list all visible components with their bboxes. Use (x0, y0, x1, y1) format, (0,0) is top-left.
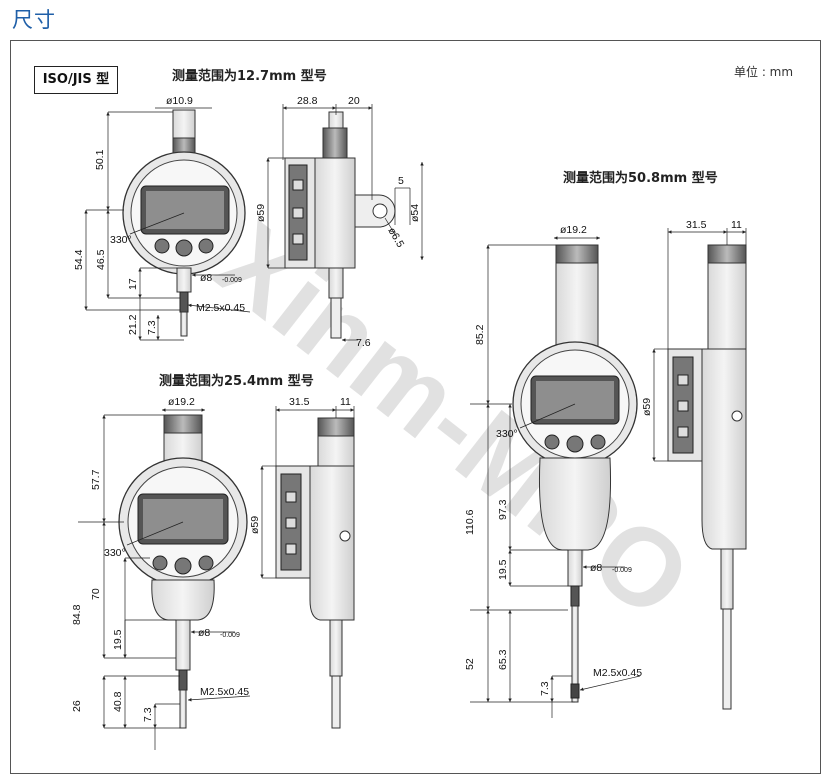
dim-low: 40.8 (112, 691, 124, 712)
dim-stem-tol: -0.009 (222, 277, 242, 284)
dim-stem: ø8 (590, 562, 602, 574)
model-254-side-view (275, 417, 355, 729)
dim-low: 65.3 (497, 649, 509, 670)
dim-tip-total: 21.2 (127, 314, 139, 335)
dim-side-depth: 31.5 (289, 396, 310, 408)
dim-body: 97.3 (497, 499, 509, 520)
dim-thread: M2.5x0.45 (593, 667, 642, 679)
dim-side-dia: ø59 (255, 204, 267, 222)
dim-thread: M2.5x0.45 (196, 302, 245, 314)
dim-side-dia: ø59 (641, 398, 653, 416)
model-127-side-view (284, 111, 396, 339)
model-254-front-view (118, 414, 248, 729)
dim-stem: ø8 (200, 272, 212, 284)
dim-stem-tol: -0.009 (612, 567, 632, 574)
dim-side-cap: 11 (340, 396, 351, 408)
model-127-front-dims (84, 107, 251, 341)
page-title: 尺寸 (12, 8, 56, 32)
dim-total: 110.6 (464, 509, 476, 535)
model-508-side-labels: 31.5 11 ø59 (641, 219, 742, 416)
model-254-front-labels: ø19.2 57.7 330° 70 84.8 19.5 40.8 26 7.3… (71, 396, 249, 722)
dim-side-depth: 31.5 (686, 219, 707, 231)
type-label: ISO/JIS 型 (34, 66, 118, 94)
model-254-side-dims (260, 406, 355, 579)
model-508-side-view (667, 244, 747, 710)
dim-stem: ø8 (198, 627, 210, 639)
model-127-side-dims (266, 104, 424, 342)
dim-thread: M2.5x0.45 (200, 686, 249, 698)
dim-cap-dia: ø19.2 (168, 396, 195, 408)
dim-angle: 330° (104, 547, 126, 559)
dim-tip: 7.3 (539, 681, 551, 696)
model-254-side-labels: 31.5 11 ø59 (249, 396, 351, 534)
model-254-title: 测量范围为25.4mm 型号 (159, 374, 314, 389)
dim-body: 70 (90, 588, 102, 600)
dim-body-h2: 46.5 (95, 249, 107, 270)
dim-stem-dia: ø10.9 (166, 95, 193, 107)
model-508-front-view (512, 244, 638, 703)
dim-stem-len: 19.5 (112, 629, 124, 650)
dim-side-cap: 11 (731, 219, 742, 231)
dim-hole: ø6.5 (385, 226, 406, 250)
model-254-front-dims (78, 408, 251, 750)
dim-body-h1: 54.4 (73, 249, 85, 270)
dim-tip-total: 52 (464, 658, 476, 670)
model-508-front-labels: ø19.2 85.2 330° 110.6 97.3 19.5 65.3 52 … (464, 224, 642, 696)
model-127-title: 测量范围为12.7mm 型号 (172, 69, 327, 84)
dim-stem-tol: -0.009 (220, 632, 240, 639)
dim-cap-dia: ø19.2 (560, 224, 587, 236)
dim-tip-total: 26 (71, 700, 83, 712)
dim-tip: 7.3 (142, 707, 154, 722)
dim-top: 50.1 (94, 149, 106, 170)
dim-side-depth: 28.8 (297, 95, 318, 107)
dim-top: 57.7 (90, 469, 102, 490)
dim-side-lug: 20 (348, 95, 360, 107)
unit-label: 单位 : mm (734, 65, 794, 79)
dim-tip: 7.3 (146, 320, 158, 335)
model-127-front-labels: ø10.9 50.1 54.4 46.5 17 21.2 7.3 330° ø8… (73, 95, 245, 335)
dim-angle: 330° (496, 428, 518, 440)
model-508-front-dims (470, 236, 641, 718)
model-508-title: 测量范围为50.8mm 型号 (563, 171, 718, 186)
dim-angle: 330° (110, 234, 132, 246)
dim-top: 85.2 (474, 324, 486, 345)
dim-lug-dia: ø54 (409, 204, 421, 222)
dim-stem-len: 17 (127, 278, 139, 290)
model-508-side-dims (652, 228, 747, 462)
dim-side-dia: ø59 (249, 516, 261, 534)
dim-stem-len: 19.5 (497, 559, 509, 580)
dim-spindle: 7.6 (356, 337, 371, 349)
dim-lug-w: 5 (398, 175, 404, 187)
dim-total: 84.8 (71, 604, 83, 625)
